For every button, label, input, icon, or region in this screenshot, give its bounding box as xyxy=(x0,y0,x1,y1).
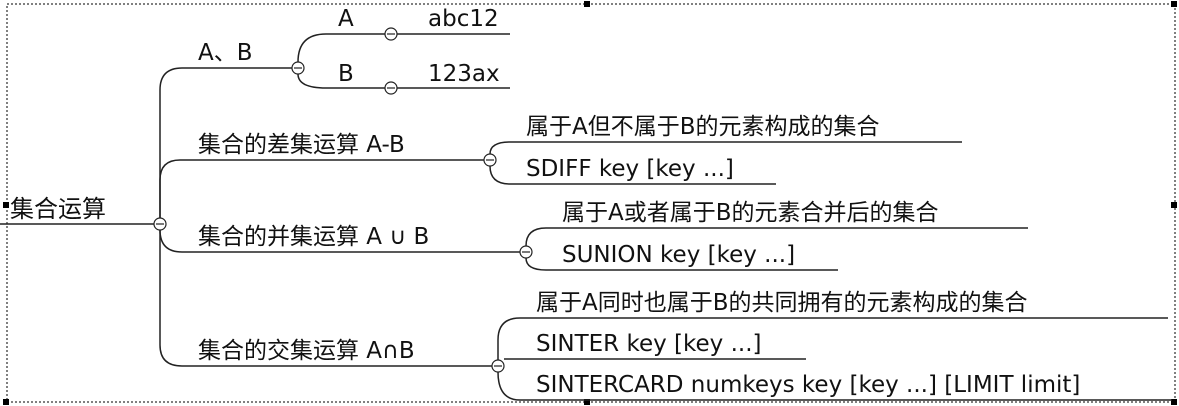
branch-1-node[interactable]: A、B xyxy=(198,40,253,66)
collapse-toggle-root[interactable] xyxy=(153,217,167,231)
collapse-toggle-branch-3[interactable] xyxy=(519,245,533,259)
branch-4-node[interactable]: 集合的交集运算 A∩B xyxy=(198,338,415,364)
connector-b3-c1 xyxy=(525,227,1028,247)
selection-handle-right[interactable] xyxy=(1171,202,1177,208)
branch-1-child-a[interactable]: A xyxy=(338,6,354,32)
branch-3-child-description[interactable]: 属于A或者属于B的元素合并后的集合 xyxy=(562,200,939,226)
selection-handle-bottom-right[interactable] xyxy=(1171,399,1177,405)
branch-3-node[interactable]: 集合的并集运算 A ∪ B xyxy=(198,224,430,250)
root-node[interactable]: 集合运算 xyxy=(10,195,106,223)
branch-1-child-b[interactable]: B xyxy=(338,61,354,87)
collapse-toggle-branch-2[interactable] xyxy=(483,153,497,167)
collapse-toggle-node-b[interactable] xyxy=(384,81,398,95)
connector-root-branch-2 xyxy=(159,159,484,218)
selection-handle-bottom-left[interactable] xyxy=(3,399,9,405)
branch-2-child-description[interactable]: 属于A但不属于B的元素构成的集合 xyxy=(526,114,880,140)
collapse-toggle-node-a[interactable] xyxy=(384,27,398,41)
node-b-child-123ax[interactable]: 123ax xyxy=(428,61,500,87)
connector-root-branch-1 xyxy=(159,67,292,218)
connector-b1-a xyxy=(297,33,385,63)
node-a-child-abc12[interactable]: abc12 xyxy=(428,6,499,32)
collapse-toggle-branch-4[interactable] xyxy=(491,359,505,373)
selection-handle-bottom[interactable] xyxy=(584,399,590,405)
connector-b2-c2 xyxy=(489,165,776,185)
selection-handle-top-right[interactable] xyxy=(1171,1,1177,7)
selection-handle-left[interactable] xyxy=(3,202,9,208)
branch-2-child-command[interactable]: SDIFF key [key ...] xyxy=(526,156,734,182)
branch-4-child-description[interactable]: 属于A同时也属于B的共同拥有的元素构成的集合 xyxy=(536,290,1028,316)
connector-root-branch-4 xyxy=(159,230,492,367)
collapse-toggles xyxy=(153,27,533,373)
branch-3-child-command[interactable]: SUNION key [key ...] xyxy=(562,242,796,268)
connector-b2-c1 xyxy=(489,141,962,155)
selection-handle-top[interactable] xyxy=(584,1,590,7)
branch-4-child-sinter[interactable]: SINTER key [key ...] xyxy=(536,331,762,357)
connector-b1-b xyxy=(297,73,385,89)
branch-2-node[interactable]: 集合的差集运算 A-B xyxy=(198,132,405,158)
connector-b3-c2 xyxy=(525,257,838,271)
branch-4-child-sintercard[interactable]: SINTERCARD numkeys key [key ...] [LIMIT … xyxy=(536,372,1081,398)
connector-b4-c1 xyxy=(497,317,1168,360)
collapse-toggle-branch-1[interactable] xyxy=(291,61,305,75)
connector-b4-c3 xyxy=(497,371,1172,401)
